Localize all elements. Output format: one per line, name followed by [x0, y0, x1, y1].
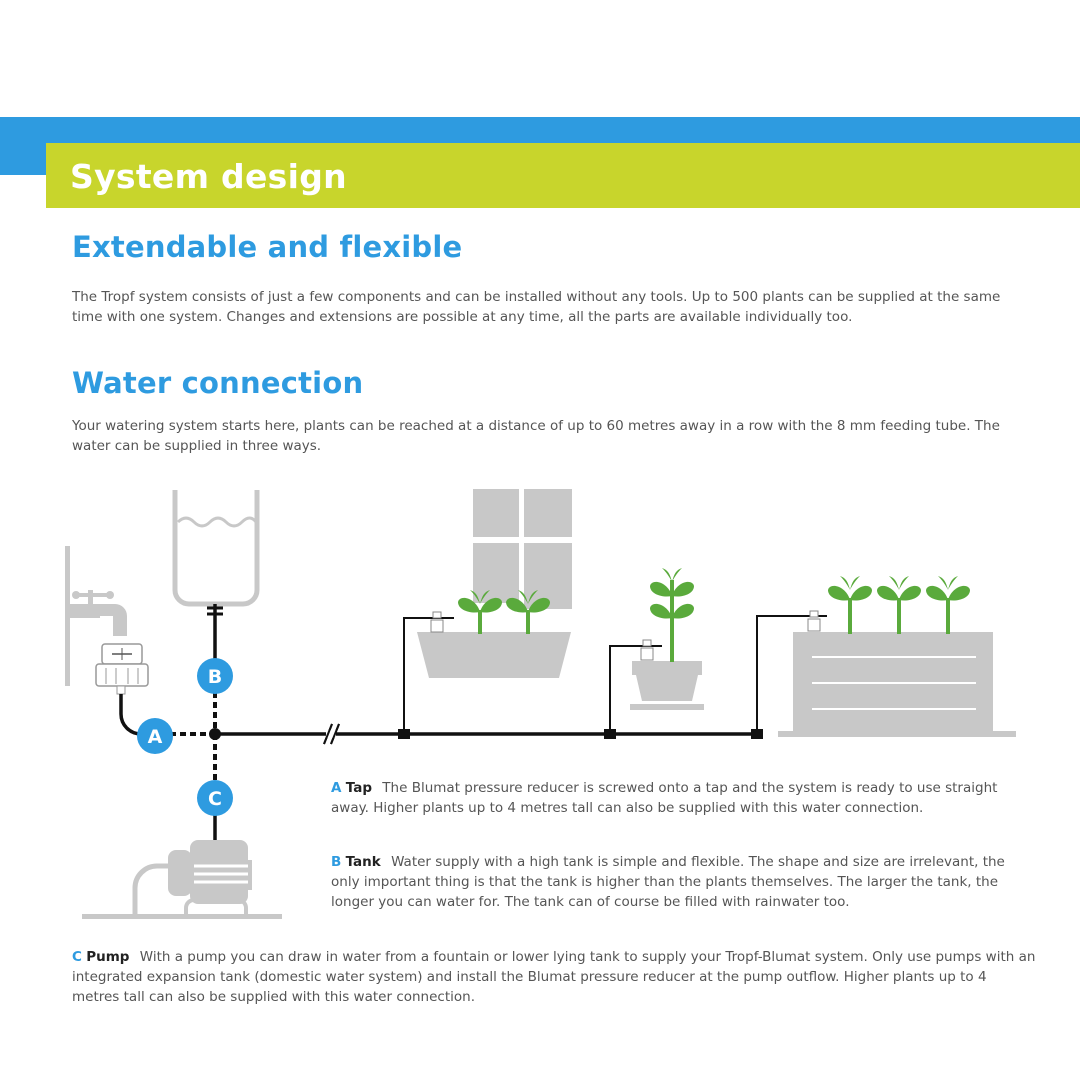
option-pump: C Pump With a pump you can draw in water… [72, 947, 1037, 1007]
option-text: The Blumat pressure reducer is screwed o… [331, 780, 998, 816]
plant-icon [650, 568, 694, 662]
option-key: A [331, 780, 342, 796]
option-name: Tap [345, 780, 372, 796]
badge-a: A [137, 718, 173, 754]
section-body-extendable: The Tropf system consists of just a few … [72, 289, 1001, 325]
option-key: B [331, 854, 342, 870]
dripper-icon [640, 639, 654, 661]
svg-text:B: B [208, 666, 222, 688]
section-heading-extendable: Extendable and flexible [72, 230, 463, 264]
pump-icon [82, 840, 282, 919]
flower-pot-icon [630, 661, 704, 710]
plant-icon [828, 576, 970, 634]
page-title: System design [70, 157, 347, 196]
option-key: C [72, 949, 82, 965]
svg-text:A: A [148, 726, 163, 748]
option-name: Pump [86, 949, 130, 965]
dripper-icon [430, 611, 444, 633]
badge-b: B [197, 658, 233, 694]
section-body-water-connection: Your watering system starts here, plants… [72, 418, 1000, 454]
option-text: Water supply with a high tank is simple … [331, 854, 1005, 910]
raised-bed-icon [778, 632, 1016, 737]
high-tank-icon [172, 490, 260, 607]
section-heading-water-connection: Water connection [72, 366, 364, 400]
option-tank: B Tank Water supply with a high tank is … [331, 852, 1031, 912]
dripper-icon [807, 610, 821, 632]
option-name: Tank [345, 854, 381, 870]
window-box-icon [417, 632, 571, 678]
header-title-band: System design [46, 143, 1080, 208]
svg-text:C: C [208, 788, 222, 810]
water-connection-diagram: A B C [65, 489, 1016, 919]
badge-c: C [197, 780, 233, 816]
plant-icon [458, 590, 550, 634]
tap-icon [65, 546, 127, 686]
option-tap: A Tap The Blumat pressure reducer is scr… [331, 778, 1021, 818]
pressure-reducer-icon [95, 643, 149, 695]
option-text: With a pump you can draw in water from a… [72, 949, 1036, 1005]
window-icon [473, 489, 572, 609]
